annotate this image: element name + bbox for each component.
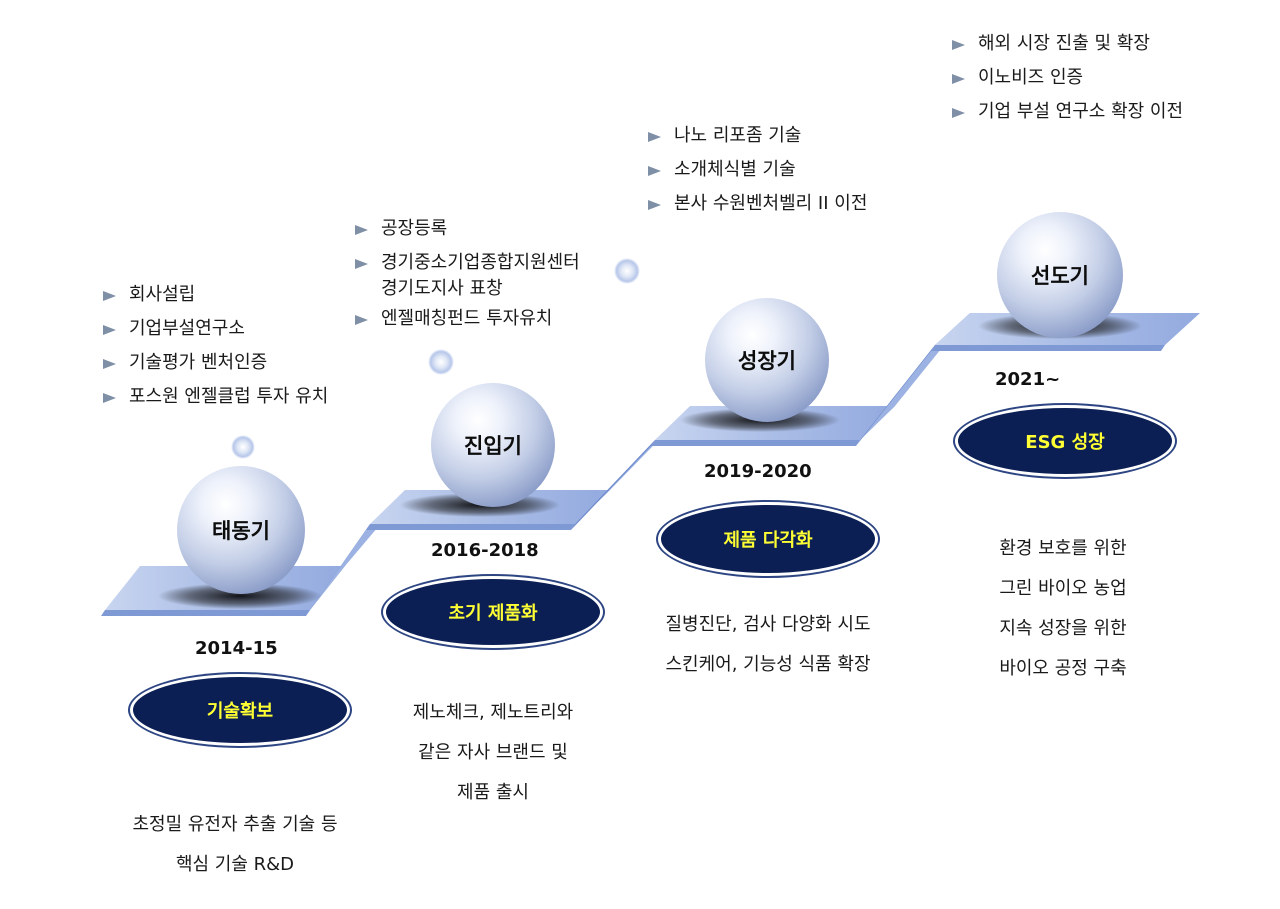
bubble-deco-1 [231, 435, 255, 459]
bullet-item: 본사 수원벤처벨리 II 이전 [648, 187, 867, 221]
bullet-item: 기업 부설 연구소 확장 이전 [952, 95, 1183, 129]
bullet-item: 소개체식별 기술 [648, 153, 867, 187]
bullet-item: 기업부설연구소 [103, 312, 328, 346]
stage-1-bullets: 회사설립 기업부설연구소 기술평가 벤처인증 포스원 엔젤클럽 투자 유치 [103, 278, 328, 414]
stage-4-phase: ESG 성장 [1025, 432, 1105, 453]
stage-1-description: 초정밀 유전자 추출 기술 등 핵심 기술 R&D [132, 814, 338, 875]
stage-4-year: 2021~ [995, 369, 1061, 390]
stage-3-year: 2019-2020 [704, 461, 812, 482]
bullet-arrow-icon [103, 359, 116, 369]
stage-1-year: 2014-15 [195, 638, 278, 659]
sphere-shadow-1 [158, 583, 322, 609]
stage-2-name: 진입기 [464, 434, 522, 458]
bullet-item: 공장등록 [355, 212, 580, 246]
stage-2-bullets: 공장등록 경기중소기업종합지원센터 경기도지사 표창 엔젤매칭펀드 투자유치 [355, 212, 580, 336]
bullet-arrow-icon [952, 40, 965, 50]
stage-1-phase: 기술확보 [206, 701, 274, 722]
bullet-arrow-icon [355, 259, 368, 269]
bullet-arrow-icon [355, 315, 368, 325]
bullet-item: 회사설립 [103, 278, 328, 312]
stage-4-sphere: 선도기 [997, 212, 1123, 338]
bullet-arrow-icon [952, 108, 965, 118]
stage-1-name: 태동기 [212, 519, 270, 543]
stage-4-name: 선도기 [1031, 264, 1089, 288]
stage-1-sphere: 태동기 [177, 466, 305, 594]
bullet-arrow-icon [103, 291, 116, 301]
bubble-deco-3 [614, 258, 640, 284]
stage-3-phase: 제품 다각화 [723, 530, 813, 551]
stage-2-description: 제노체크, 제노트리와 같은 자사 브랜드 및 제품 출시 [412, 702, 574, 803]
bullet-arrow-icon [648, 166, 661, 176]
bullet-item: 해외 시장 진출 및 확장 [952, 27, 1183, 61]
stage-2-year: 2016-2018 [431, 540, 539, 561]
bullet-arrow-icon [952, 74, 965, 84]
stage-2-sphere: 진입기 [431, 383, 555, 507]
stage-3-sphere: 성장기 [705, 298, 829, 422]
stage-3-description: 질병진단, 검사 다양화 시도 스킨케어, 기능성 식품 확장 [665, 614, 871, 675]
stage-4-description: 환경 보호를 위한 그린 바이오 농업 지속 성장을 위한 바이오 공정 구축 [999, 538, 1127, 679]
stage-2-phase: 초기 제품화 [448, 603, 538, 624]
bullet-arrow-icon [648, 132, 661, 142]
stage-2-phase-badge: 초기 제품화 [383, 576, 603, 648]
stage-4-phase-badge: ESG 성장 [955, 405, 1175, 477]
bubble-deco-2 [428, 349, 454, 375]
bullet-arrow-icon [648, 200, 661, 210]
bullet-arrow-icon [355, 225, 368, 235]
stage-3-phase-badge: 제품 다각화 [658, 502, 878, 576]
platform-1-edge [101, 610, 310, 616]
bullet-item: 기술평가 벤처인증 [103, 346, 328, 380]
stage-3-name: 성장기 [738, 349, 796, 373]
bullet-arrow-icon [103, 325, 116, 335]
bullet-item: 이노비즈 인증 [952, 61, 1183, 95]
bullet-item: 엔젤매칭펀드 투자유치 [355, 302, 580, 336]
stage-3-bullets: 나노 리포좀 기술 소개체식별 기술 본사 수원벤처벨리 II 이전 [648, 119, 867, 221]
stage-4-bullets: 해외 시장 진출 및 확장 이노비즈 인증 기업 부설 연구소 확장 이전 [952, 27, 1183, 129]
bullet-item: 포스원 엔젤클럽 투자 유치 [103, 380, 328, 414]
bullet-arrow-icon [103, 393, 116, 403]
stage-1-phase-badge: 기술확보 [130, 674, 350, 746]
bullet-item: 경기중소기업종합지원센터 경기도지사 표창 [355, 246, 580, 302]
bullet-item: 나노 리포좀 기술 [648, 119, 867, 153]
